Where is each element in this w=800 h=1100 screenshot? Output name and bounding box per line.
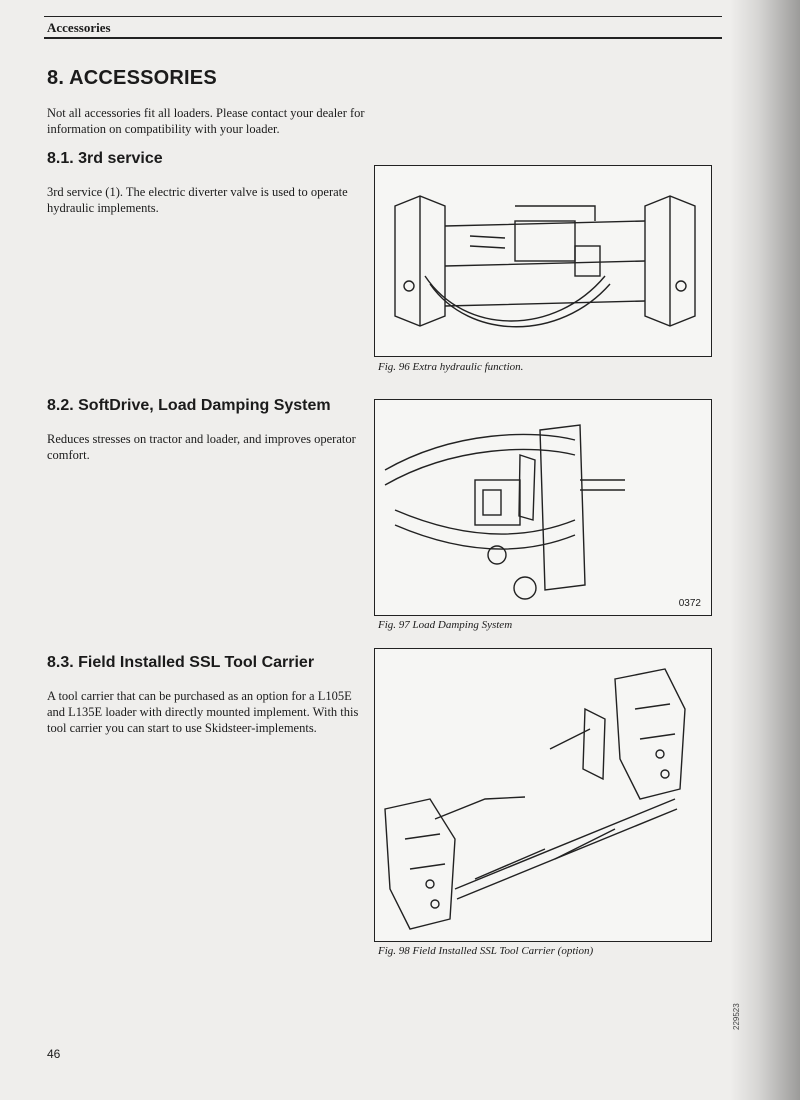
header-rule-bottom <box>44 37 722 39</box>
section-body-softdrive: Reduces stresses on tractor and loader, … <box>47 432 356 462</box>
figure-extra-hydraulic <box>374 165 712 357</box>
document-code: 229523 <box>732 1003 741 1030</box>
section-heading-ssl-tool-carrier: 8.3. Field Installed SSL Tool Carrier <box>47 654 315 671</box>
section-heading-3rd-service: 8.1. 3rd service <box>47 150 163 167</box>
ssl-tool-carrier-illustration <box>384 668 686 930</box>
page-number: 46 <box>47 1047 61 1061</box>
intro-paragraph: Not all accessories fit all loaders. Ple… <box>47 106 365 136</box>
section-body-3rd-service: 3rd service (1). The electric diverter v… <box>47 185 348 215</box>
running-header: Accessories <box>47 20 111 35</box>
header-rule-top <box>44 16 722 17</box>
figure-load-damping: 0372 <box>374 399 712 616</box>
figure-caption-96: Fig. 96 Extra hydraulic function. <box>378 361 524 373</box>
figure-ssl-tool-carrier <box>374 648 712 942</box>
page-edge-shadow <box>730 0 800 1100</box>
figure-caption-98: Fig. 98 Field Installed SSL Tool Carrier… <box>378 945 594 957</box>
page-title: 8. ACCESSORIES <box>47 67 217 89</box>
load-damping-illustration <box>384 424 625 600</box>
section-heading-softdrive: 8.2. SoftDrive, Load Damping System <box>47 397 331 414</box>
figure-caption-97: Fig. 97 Load Damping System <box>378 619 513 631</box>
section-body-ssl-tool-carrier: A tool carrier that can be purchased as … <box>47 689 359 735</box>
figure-code-0372: 0372 <box>678 598 701 609</box>
extra-hydraulic-illustration <box>394 195 696 328</box>
